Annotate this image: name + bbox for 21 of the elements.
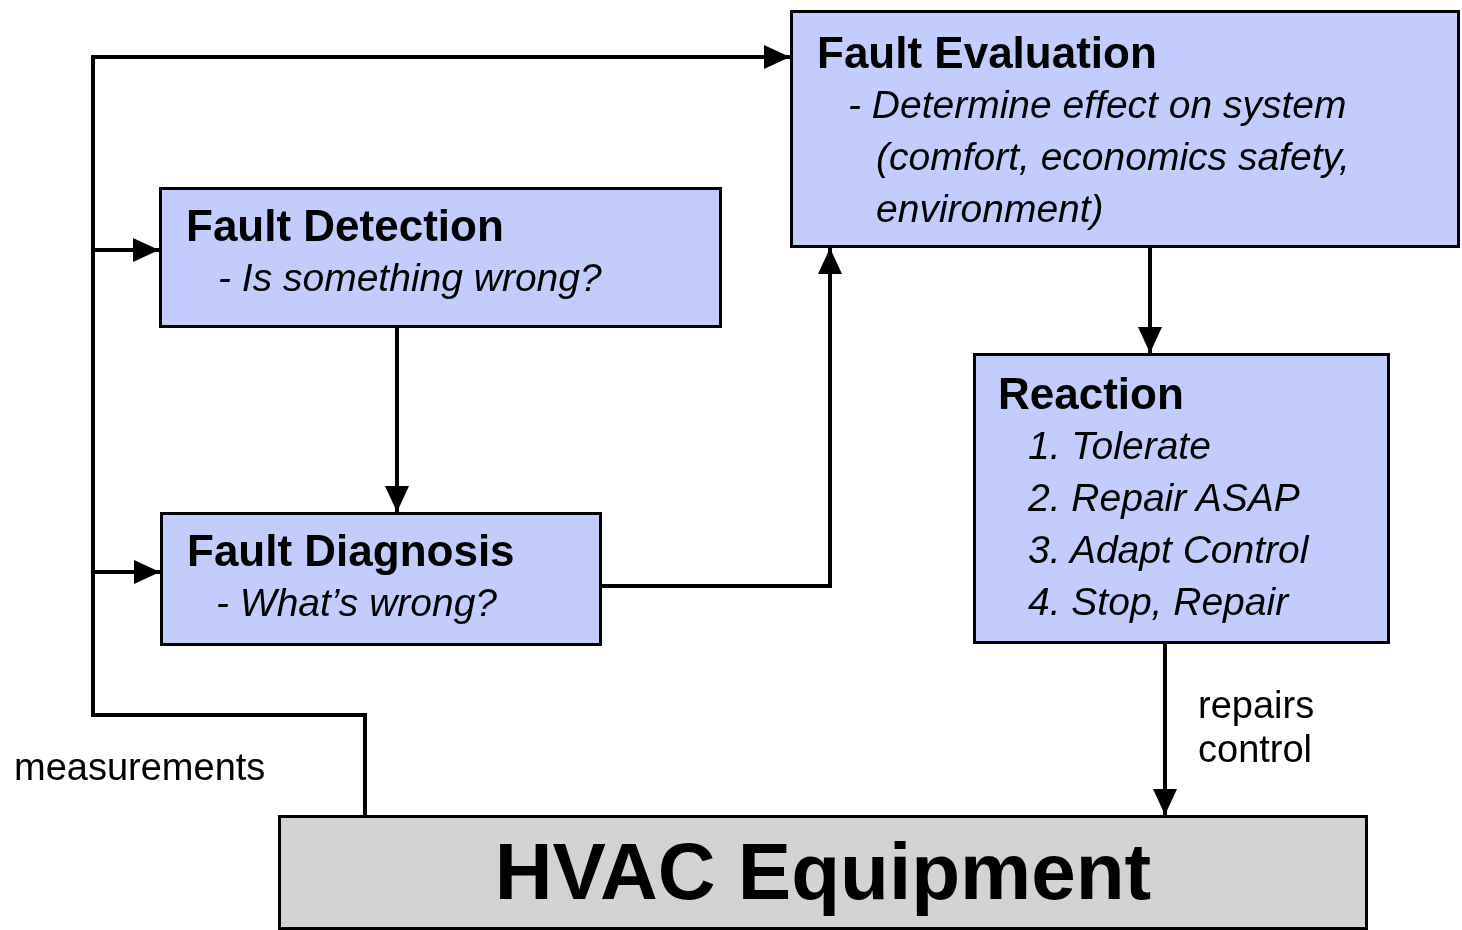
arrow xyxy=(1138,248,1162,353)
box-title: Fault Evaluation xyxy=(817,27,1157,79)
box-title: HVAC Equipment xyxy=(494,826,1152,918)
box-title: Fault Diagnosis xyxy=(187,525,515,577)
box-text: - Is something wrong? xyxy=(217,255,602,301)
arrow xyxy=(1153,644,1177,815)
process-box xyxy=(790,10,1460,248)
box-text: 2. Repair ASAP xyxy=(1027,475,1300,521)
box-text: 3. Adapt Control xyxy=(1027,527,1309,573)
process-box xyxy=(160,512,602,646)
arrow xyxy=(385,328,409,512)
box-text: - What’s wrong? xyxy=(215,580,498,626)
box-text: 1. Tolerate xyxy=(1027,423,1211,469)
process-box xyxy=(159,187,722,328)
process-box xyxy=(973,353,1390,644)
arrow xyxy=(602,248,842,588)
box-title: Fault Detection xyxy=(186,200,504,252)
box-text: - Determine effect on system (comfort, economics safety, environment) xyxy=(847,82,1351,232)
box-text: 4. Stop, Repair xyxy=(1027,579,1289,625)
box-title: Reaction xyxy=(998,368,1184,420)
equipment-box xyxy=(278,815,1368,930)
